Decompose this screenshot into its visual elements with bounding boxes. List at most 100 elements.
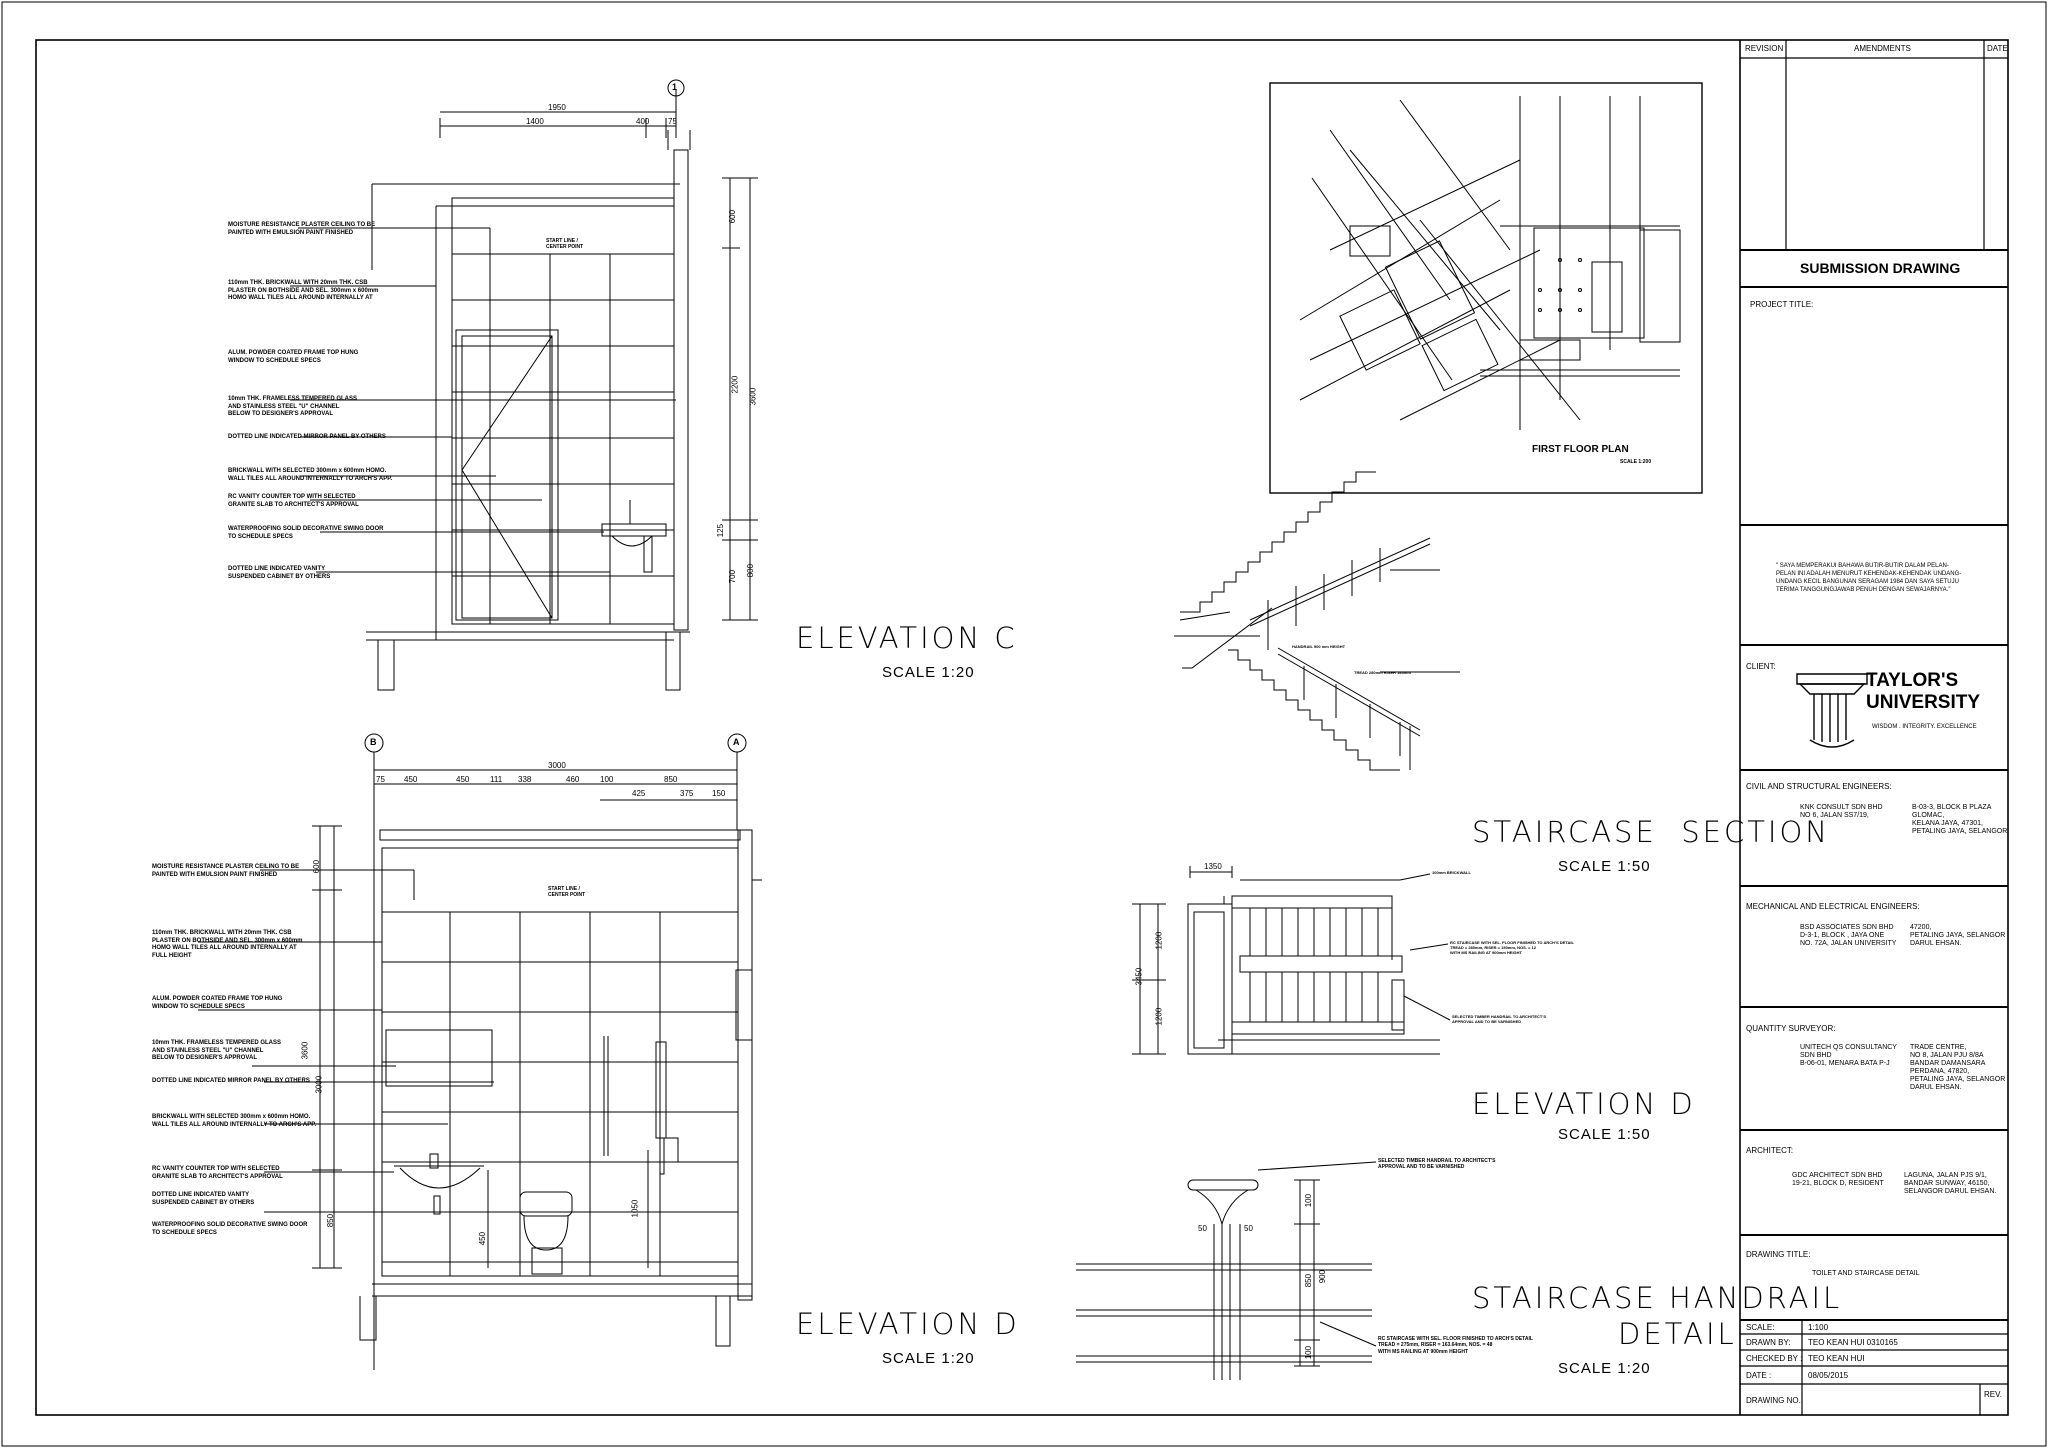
me-label: MECHANICAL AND ELECTRICAL ENGINEERS: bbox=[1746, 902, 1920, 911]
dim-c-v1: 600 bbox=[728, 209, 738, 224]
note-c-tiles: BRICKWALL WITH SELECTED 300mm x 600mm HO… bbox=[228, 468, 393, 482]
stair-elevation-d-scale: SCALE 1:50 bbox=[1558, 1126, 1651, 1143]
drawn-by-label: DRAWN BY: bbox=[1746, 1338, 1791, 1347]
civil-name: KNK CONSULT SDN BHD NO 6, JALAN SS7/19, bbox=[1800, 804, 1883, 820]
logo-university: UNIVERSITY bbox=[1866, 692, 1981, 713]
drawing-frame bbox=[35, 39, 2009, 1416]
amendments-header: AMENDMENTS bbox=[1854, 44, 1911, 53]
architect-name: GDC ARCHITECT SDN BHD 19-21, BLOCK D, RE… bbox=[1792, 1172, 1884, 1188]
civil-address: B-03-3, BLOCK B PLAZA GLOMAC, KELANA JAY… bbox=[1912, 804, 2010, 836]
dim-hand-e: 50 bbox=[1198, 1224, 1207, 1233]
note-d-ceiling: MOISTURE RESISTANCE PLASTER CEILING TO B… bbox=[152, 864, 300, 878]
grid-marker-a: A bbox=[733, 737, 740, 747]
note-d-window: ALUM. POWDER COATED FRAME TOP HUNG WINDO… bbox=[152, 996, 283, 1010]
dim-d-s4: 111 bbox=[490, 775, 503, 784]
note-d-cabinet: DOTTED LINE INDICATED VANITY SUSPENDED C… bbox=[152, 1192, 255, 1206]
qs-address: TRADE CENTRE, NO 8, JALAN PJU 8/8A BANDA… bbox=[1910, 1044, 2006, 1092]
elevation-c-scale: SCALE 1:20 bbox=[882, 664, 975, 681]
me-name: BSD ASSOCIATES SDN BHD D-3-1, BLOCK , JA… bbox=[1800, 924, 1897, 948]
dim-c-total: 1950 bbox=[548, 103, 566, 112]
civil-label: CIVIL AND STRUCTURAL ENGINEERS: bbox=[1746, 782, 1892, 791]
stair-section-note-1: HANDRAIL 900 mm HEIGHT bbox=[1292, 644, 1346, 649]
dim-d-total: 3000 bbox=[548, 761, 566, 770]
qs-name: UNITECH QS CONSULTANCY SDN BHD B-06-01, … bbox=[1800, 1044, 1897, 1068]
dim-c-a: 1400 bbox=[526, 117, 544, 126]
dim-c-v2: 3600 bbox=[748, 387, 758, 406]
client-label: CLIENT: bbox=[1746, 662, 1776, 671]
dim-hand-b: 900 bbox=[1318, 1269, 1328, 1284]
dim-hand-d: 100 bbox=[1304, 1345, 1314, 1360]
drawing-title-value: TOILET AND STAIRCASE DETAIL bbox=[1812, 1270, 1920, 1277]
grid-marker-1: 1 bbox=[672, 82, 678, 92]
stair-note-timber: SELECTED TIMBER HANDRAIL TO ARCHITECT'S … bbox=[1452, 1014, 1546, 1024]
dim-d-s9: 150 bbox=[712, 789, 726, 798]
rev-label: REV. bbox=[1984, 1390, 2002, 1399]
handrail-detail-drawing bbox=[1076, 1161, 1377, 1380]
taylors-logo-emblem bbox=[1796, 673, 1868, 748]
dim-d-s8: 850 bbox=[664, 775, 678, 784]
tile-start-label-d: START LINE / CENTER POINT bbox=[548, 886, 586, 899]
dim-d-v5: 1050 bbox=[630, 1199, 640, 1218]
dim-stair-v1: 1200 bbox=[1154, 931, 1164, 950]
dim-c-v3: 2200 bbox=[730, 375, 740, 394]
note-c-vanity: RC VANITY COUNTER TOP WITH SELECTED GRAN… bbox=[228, 494, 359, 508]
elevation-d-title: ELEVATION D bbox=[796, 1307, 1020, 1341]
project-title-label: PROJECT TITLE: bbox=[1750, 300, 1814, 309]
dim-d-v3: 3000 bbox=[314, 1075, 324, 1094]
submission-drawing-label: SUBMISSION DRAWING bbox=[1800, 260, 1961, 276]
note-c-door: WATERPROOFING SOLID DECORATIVE SWING DOO… bbox=[228, 526, 384, 540]
drawing-no-label: DRAWING NO.: bbox=[1746, 1396, 1804, 1405]
stair-note-rc: RC STAIRCASE WITH SEL. FLOOR FINISHED TO… bbox=[1450, 940, 1574, 955]
architect-address: LAGUNA, JALAN PJS 9/1, BANDAR SUNWAY, 46… bbox=[1904, 1172, 1997, 1196]
handrail-detail-scale: SCALE 1:20 bbox=[1558, 1360, 1651, 1377]
architect-label: ARCHITECT: bbox=[1746, 1146, 1794, 1155]
dim-d-s2: 450 bbox=[404, 775, 418, 784]
dim-hand-f: 50 bbox=[1244, 1224, 1253, 1233]
note-c-mirror: DOTTED LINE INDICATED MIRROR PANEL BY OT… bbox=[228, 434, 386, 440]
qs-label: QUANTITY SURVEYOR: bbox=[1746, 1024, 1836, 1033]
note-c-glass: 10mm THK. FRAMELESS TEMPERED GLASS AND S… bbox=[228, 396, 358, 417]
note-d-glass: 10mm THK. FRAMELESS TEMPERED GLASS AND S… bbox=[152, 1040, 282, 1061]
dim-d-s6: 460 bbox=[566, 775, 580, 784]
dim-hand-a: 100 bbox=[1304, 1193, 1314, 1208]
dim-c-b: 400 bbox=[636, 117, 650, 126]
checked-by-label: CHECKED BY : bbox=[1746, 1354, 1803, 1363]
logo-tagline: WISDOM . INTEGRITY. EXCELLENCE bbox=[1872, 724, 1977, 730]
elevation-d-drawing bbox=[198, 733, 762, 1370]
staircase-section-drawing bbox=[1174, 471, 1460, 771]
dim-c-v6: 125 bbox=[716, 523, 726, 538]
dim-d-v4: 850 bbox=[326, 1213, 336, 1228]
date-header: DATE bbox=[1987, 44, 2008, 53]
first-floor-plan-drawing bbox=[1269, 82, 1703, 494]
dim-d-t2: 375 bbox=[680, 789, 694, 798]
dim-c-v4: 700 bbox=[728, 569, 738, 584]
dim-c-c: 75 bbox=[668, 117, 677, 126]
dim-c-v5: 800 bbox=[746, 563, 756, 578]
grid-marker-b: B bbox=[370, 737, 377, 747]
dim-d-t1: 425 bbox=[632, 789, 646, 798]
dim-d-v2: 3600 bbox=[300, 1041, 310, 1060]
dim-d-v6: 450 bbox=[478, 1231, 488, 1246]
note-d-door: WATERPROOFING SOLID DECORATIVE SWING DOO… bbox=[152, 1222, 308, 1236]
handrail-note-timber: SELECTED TIMBER HANDRAIL TO ARCHITECT'S … bbox=[1378, 1158, 1496, 1171]
note-d-brickwall: 110mm THK. BRICKWALL WITH 20mm THK. CSB … bbox=[152, 930, 303, 959]
dim-stair-top: 1350 bbox=[1204, 862, 1222, 871]
note-c-cabinet: DOTTED LINE INDICATED VANITY SUSPENDED C… bbox=[228, 566, 331, 580]
dim-d-s5: 338 bbox=[518, 775, 532, 784]
note-c-brickwall: 110mm THK. BRICKWALL WITH 20mm THK. CSB … bbox=[228, 280, 379, 301]
handrail-note-rc: RC STAIRCASE WITH SEL. FLOOR FINISHED TO… bbox=[1378, 1336, 1533, 1355]
floor-plan-scale: SCALE 1:200 bbox=[1620, 459, 1652, 465]
note-c-window: ALUM. POWDER COATED FRAME TOP HUNG WINDO… bbox=[228, 350, 359, 364]
me-address: 47200, PETALING JAYA, SELANGOR DARUL EHS… bbox=[1910, 924, 2006, 948]
dim-d-s7: 100 bbox=[600, 775, 614, 784]
scale-label: SCALE: bbox=[1746, 1323, 1775, 1332]
title-block-frame bbox=[1739, 40, 2008, 1415]
dim-stair-v3: 1200 bbox=[1154, 1007, 1164, 1026]
scale-value: 1:100 bbox=[1808, 1323, 1829, 1332]
logo-taylors: TAYLOR'S bbox=[1866, 670, 1959, 691]
staircase-section-scale: SCALE 1:50 bbox=[1558, 858, 1651, 875]
revision-header: REVISION bbox=[1745, 44, 1784, 53]
tile-start-label-c: START LINE / CENTER POINT bbox=[546, 238, 584, 251]
